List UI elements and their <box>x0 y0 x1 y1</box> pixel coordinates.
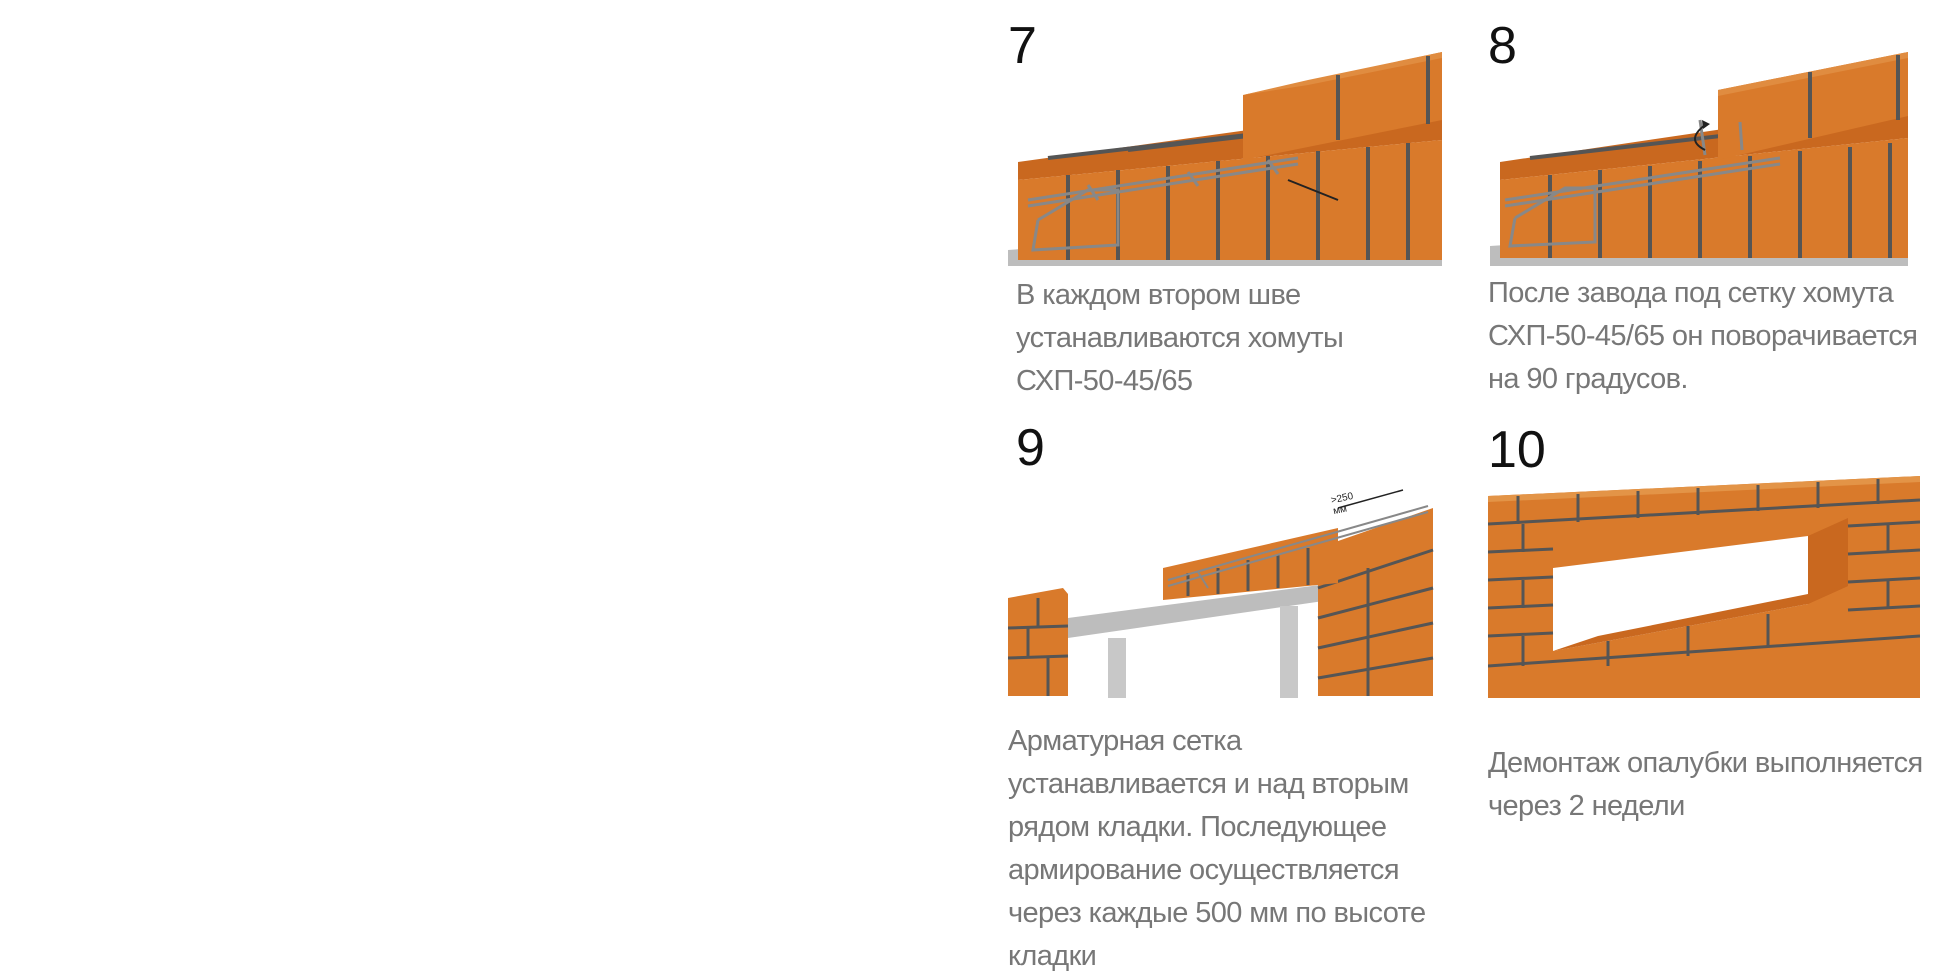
step-10-illustration <box>1488 476 1920 698</box>
step-number: 7 <box>1008 17 1037 75</box>
step-number: 9 <box>1016 419 1045 477</box>
step-number: 8 <box>1488 17 1517 75</box>
step-9-illustration <box>1008 489 1434 698</box>
step-8-illustration <box>1490 52 1908 266</box>
step-number: 10 <box>1488 421 1546 479</box>
step-caption: Демонтаж опалубки выполняется через 2 не… <box>1488 747 1923 822</box>
dimension-label: >250 мм <box>1329 490 1355 518</box>
step-caption: Арматурная сетка устанавливается и над в… <box>1008 725 1426 972</box>
step-caption: В каждом втором шве устанавливаются хому… <box>1016 279 1344 397</box>
step-caption: После завода под сетку хомута СХП-50-45/… <box>1488 277 1918 395</box>
step-7-illustration <box>1008 52 1442 266</box>
